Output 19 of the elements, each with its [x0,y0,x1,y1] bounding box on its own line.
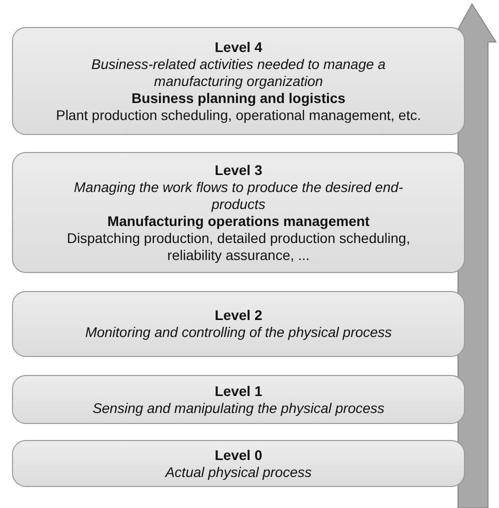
level-function-title: Manufacturing operations management [107,212,370,230]
level-description: Business-related activities needed to manage a manufacturing organization [90,56,387,90]
level-description: Monitoring and controlling of the physical process [85,324,392,341]
level-box [12,375,465,424]
level-examples: Dispatching production, detailed production scheduling, reliability assurance, ... [66,230,412,264]
level-box [12,440,465,487]
level-description: Actual physical process [165,464,312,480]
level-heading: Level 0 [214,446,262,464]
level-description: Sensing and manipulating the physical process [92,400,384,416]
level-function-title: Business planning and logistics [132,90,346,106]
level-heading: Level 1 [214,382,262,400]
level-heading: Level 3 [214,162,262,178]
level-examples: Plant production scheduling, operational management, etc. [56,106,421,124]
level-box [12,291,465,357]
level-heading: Level 4 [214,38,262,56]
level-box [12,152,465,273]
level-box [12,27,465,135]
level-heading: Level 2 [214,307,262,324]
level-description: Managing the work flows to produce the desired end-products [72,178,404,212]
